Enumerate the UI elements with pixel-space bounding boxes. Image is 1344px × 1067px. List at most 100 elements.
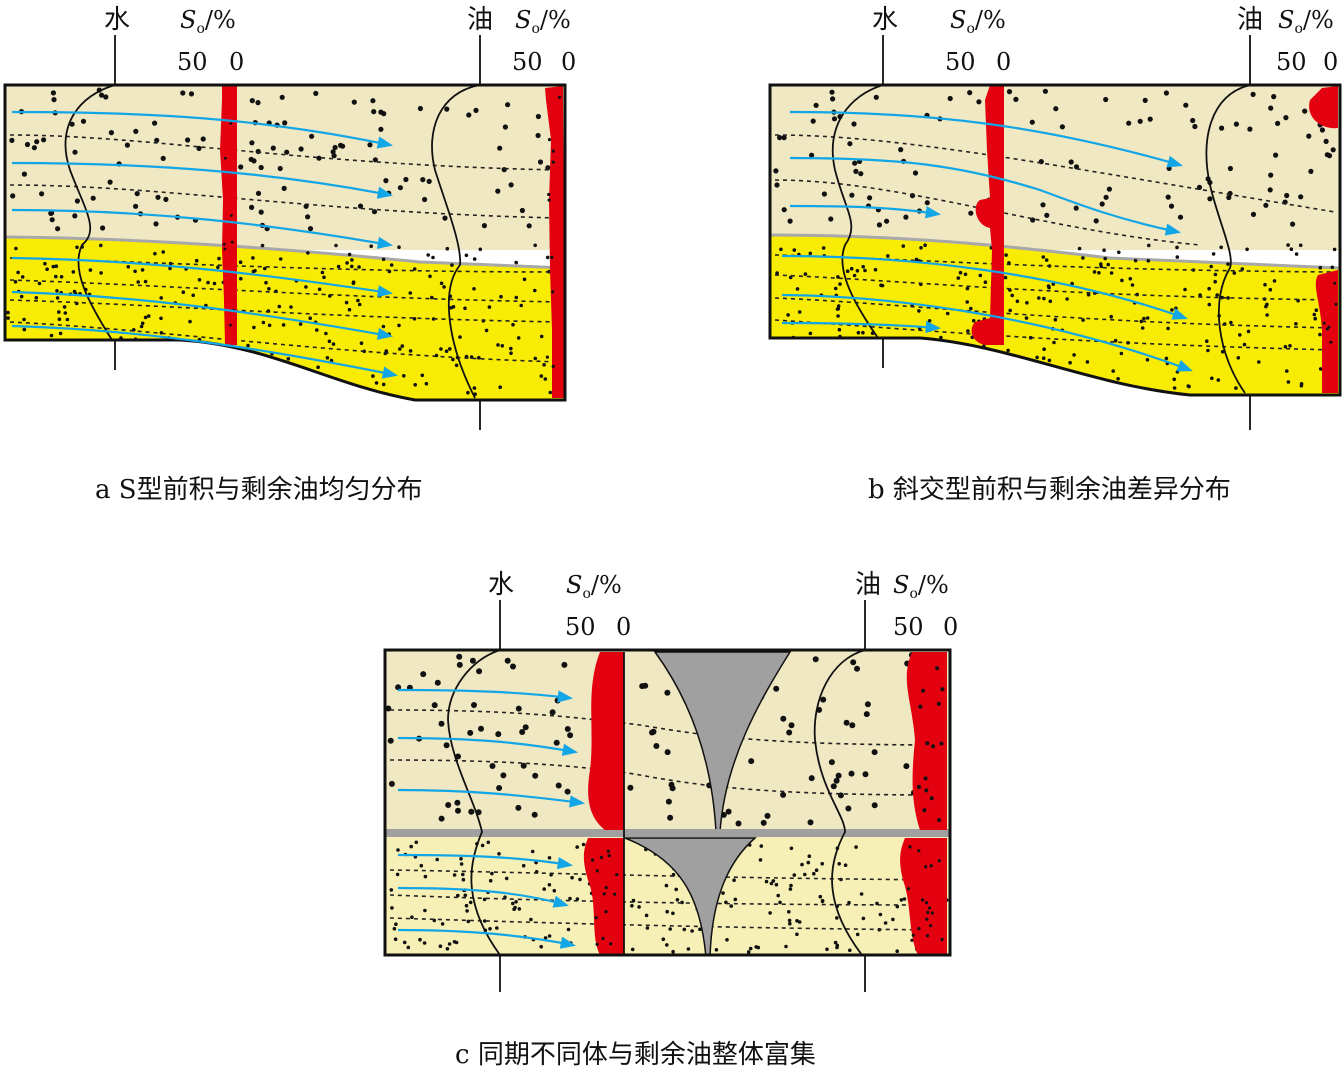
- sand-grain-dot: [863, 711, 870, 718]
- sand-grain-dot: [72, 213, 78, 219]
- sand-grain-dot: [371, 374, 375, 378]
- sand-grain-dot: [390, 906, 394, 910]
- sand-grain-dot: [1226, 262, 1230, 266]
- sand-grain-dot: [714, 948, 719, 952]
- sand-grain-dot: [59, 275, 64, 279]
- sand-grain-dot: [958, 270, 963, 275]
- sand-grain-dot: [1207, 286, 1211, 291]
- sand-grain-dot: [99, 243, 103, 248]
- sand-grain-dot: [599, 855, 604, 860]
- sand-grain-dot: [465, 909, 469, 913]
- sand-grain-dot: [31, 145, 37, 151]
- sand-grain-dot: [1059, 124, 1065, 130]
- sand-grain-dot: [107, 179, 113, 185]
- sand-grain-dot: [903, 763, 910, 770]
- sand-grain-dot: [729, 904, 733, 908]
- tick-50-c1: 50: [565, 613, 596, 641]
- sand-grain-dot: [1004, 253, 1008, 257]
- sand-grain-dot: [609, 942, 613, 946]
- sand-grain-dot: [1042, 347, 1046, 352]
- tick-0-b1: 0: [996, 48, 1011, 76]
- water-front-curve-a: [64, 85, 116, 341]
- sand-grain-dot: [350, 258, 354, 262]
- sand-grain-dot: [531, 811, 538, 818]
- sand-grain-dot: [671, 911, 675, 916]
- sand-grain-dot: [163, 196, 169, 202]
- sand-grain-dot: [1229, 320, 1233, 325]
- sand-grain-dot: [1284, 192, 1290, 199]
- sand-grain-dot: [449, 306, 453, 310]
- sand-grain-dot: [316, 155, 322, 161]
- sand-grain-dot: [855, 269, 860, 273]
- water-label-b: 水: [872, 5, 898, 35]
- sand-grain-dot: [814, 868, 819, 872]
- sand-grain-dot: [639, 683, 646, 690]
- sand-grain-dot: [1283, 344, 1288, 349]
- sand-grain-dot: [735, 820, 742, 827]
- sand-grain-dot: [1035, 355, 1039, 360]
- sand-grain-dot: [461, 872, 465, 877]
- sand-grain-dot: [1145, 358, 1150, 362]
- sand-grain-dot: [260, 243, 265, 248]
- sand-grain-dot: [898, 147, 904, 153]
- layer-boundary-b: [770, 233, 1340, 270]
- sand-grain-dot: [1086, 292, 1091, 297]
- sand-grain-dot: [452, 873, 457, 877]
- sand-grain-dot: [918, 704, 923, 709]
- sand-grain-dot: [473, 107, 479, 113]
- sand-grain-dot: [1142, 97, 1148, 103]
- sand-grain-dot: [143, 315, 148, 320]
- sand-grain-dot: [454, 363, 459, 368]
- sand-grain-dot: [400, 344, 405, 348]
- sand-grain-dot: [1126, 120, 1132, 126]
- sand-grain-dot: [963, 272, 968, 277]
- sand-grain-dot: [1268, 105, 1274, 111]
- sand-grain-dot: [924, 200, 930, 206]
- sand-grain-dot: [378, 126, 384, 132]
- sand-grain-dot: [61, 360, 65, 364]
- sand-grain-dot: [519, 729, 526, 735]
- sand-grain-dot: [789, 883, 793, 888]
- sand-grain-dot: [926, 910, 930, 915]
- sand-grain-dot: [682, 927, 687, 932]
- sand-grain-dot: [413, 383, 418, 387]
- sand-grain-dot: [947, 95, 953, 102]
- blue-flow-arrow-icon: [397, 688, 574, 703]
- sand-grain-dot: [63, 311, 68, 315]
- sand-grain-dot: [924, 865, 928, 869]
- sand-grain-dot: [327, 339, 332, 344]
- sand-grain-dot: [774, 882, 779, 887]
- sand-grain-dot: [1267, 187, 1273, 193]
- sand-grain-dot: [393, 937, 398, 941]
- sand-grain-dot: [438, 944, 443, 948]
- sand-grain-dot: [864, 701, 871, 708]
- sand-grain-dot: [198, 389, 203, 394]
- sand-grain-dot: [780, 791, 787, 798]
- sand-grain-dot: [838, 282, 842, 286]
- sand-grain-dot: [1175, 255, 1180, 259]
- sand-grain-dot: [1227, 165, 1233, 172]
- sand-grain-dot: [1044, 212, 1050, 218]
- sand-grain-dot: [836, 307, 841, 311]
- sand-grain-dot: [322, 380, 327, 384]
- sand-grain-dot: [439, 281, 444, 286]
- sand-grain-dot: [258, 209, 264, 215]
- sand-grain-dot: [317, 287, 322, 292]
- sand-grain-dot: [936, 701, 941, 706]
- sand-grain-dot: [389, 263, 394, 267]
- sand-grain-dot: [1268, 172, 1274, 178]
- sand-grain-dot: [508, 182, 514, 188]
- sand-grain-dot: [937, 818, 942, 823]
- sand-grain-dot: [472, 287, 476, 291]
- sand-grain-dot: [813, 354, 817, 359]
- sand-grain-dot: [72, 149, 78, 155]
- sand-grain-dot: [873, 267, 878, 272]
- sand-grain-dot: [1289, 247, 1294, 251]
- sand-grain-dot: [239, 276, 243, 281]
- sand-grain-dot: [1177, 214, 1184, 220]
- sand-grain-dot: [945, 354, 950, 359]
- sand-grain-dot: [402, 940, 407, 945]
- sand-grain-dot: [855, 370, 859, 375]
- sand-grain-dot: [270, 145, 276, 151]
- sand-grain-dot: [1233, 121, 1239, 127]
